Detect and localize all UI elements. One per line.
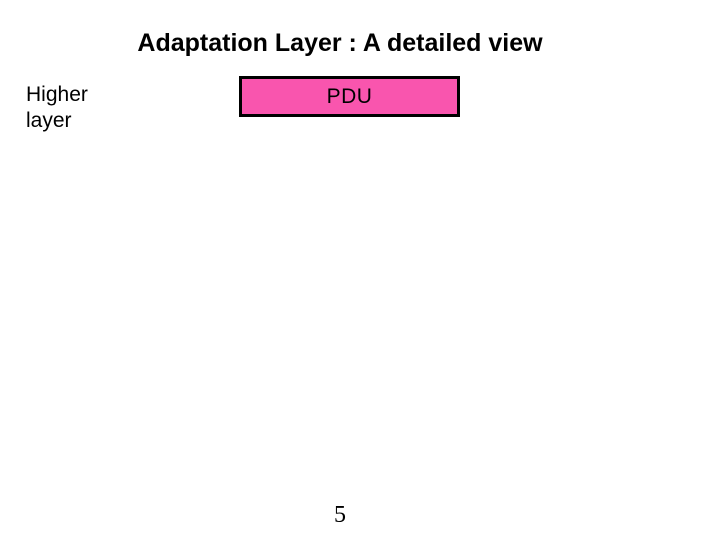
pdu-block-label: PDU bbox=[326, 85, 373, 108]
higher-layer-label-line-1: Higher bbox=[26, 83, 88, 106]
higher-layer-label: Higher layer bbox=[26, 82, 176, 134]
higher-layer-label-line-2: layer bbox=[26, 109, 72, 132]
page-title: Adaptation Layer : A detailed view bbox=[137, 29, 543, 57]
page-number: 5 bbox=[334, 502, 346, 528]
pdu-block: PDU bbox=[239, 76, 460, 117]
